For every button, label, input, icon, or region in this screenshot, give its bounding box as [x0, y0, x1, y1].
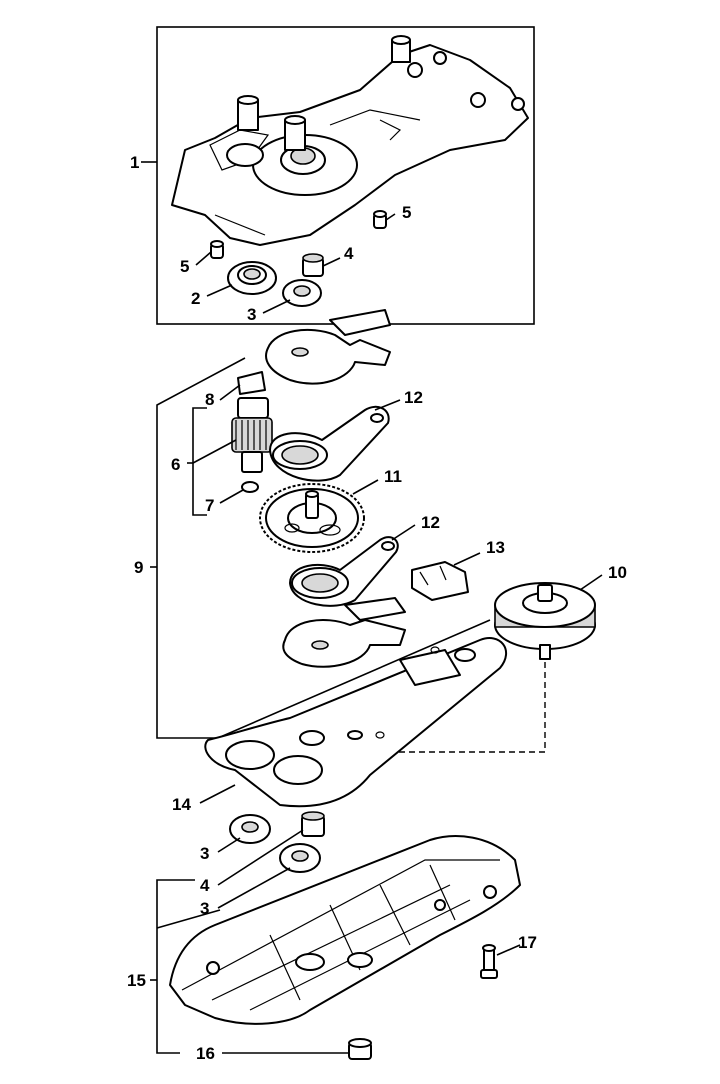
callout-10: 10	[608, 563, 627, 582]
callout-6: 6	[171, 455, 180, 474]
ball-bearing-3-middle	[229, 814, 271, 844]
ball-bearing-3-upper	[282, 279, 322, 307]
bracket-15	[156, 879, 195, 1054]
needle-cage-4-upper	[302, 253, 324, 277]
callout-13: 13	[486, 538, 505, 557]
callout-1: 1	[130, 153, 139, 172]
callout-2: 2	[191, 289, 200, 308]
bracket-15-tie	[156, 909, 221, 929]
callout-12-upper: 12	[404, 388, 423, 407]
group-bracket-9	[156, 357, 491, 739]
callout-14: 14	[172, 795, 191, 814]
callout-3-middle: 3	[200, 844, 209, 863]
sleeve-5-upper	[373, 210, 387, 229]
gear-wheel-10	[494, 582, 596, 660]
pinion-assembly	[231, 371, 273, 493]
sleeve-5-lower	[210, 240, 224, 259]
screw-17	[480, 944, 498, 979]
needle-cage-4-lower	[301, 811, 325, 837]
gasket-14	[204, 637, 507, 808]
callout-5-upper: 5	[402, 203, 411, 222]
callout-11: 11	[384, 467, 402, 486]
gear-housing	[171, 35, 529, 246]
connecting-rod-12-upper	[269, 405, 390, 482]
connecting-rod-12-lower	[289, 536, 399, 607]
callout-5-lower: 5	[180, 257, 189, 276]
gear-cover-15	[169, 835, 521, 1025]
ball-bearing-3-lower	[279, 843, 321, 873]
callout-17: 17	[518, 933, 537, 952]
callout-7: 7	[205, 496, 214, 515]
callout-3-upper: 3	[247, 305, 256, 324]
callout-4-lower: 4	[200, 876, 210, 895]
clip-13	[411, 561, 469, 601]
bracket-6	[192, 407, 207, 516]
callout-8: 8	[205, 390, 214, 409]
plug-16	[348, 1038, 372, 1060]
ball-bearing-2	[227, 261, 277, 295]
gear-wheel-11	[259, 483, 365, 553]
callout-12-lower: 12	[421, 513, 440, 532]
spacer-plate-upper	[265, 309, 391, 385]
spacer-plate-lower	[282, 597, 406, 668]
callout-4-upper: 4	[344, 244, 354, 263]
callout-3-lower: 3	[200, 899, 209, 918]
callout-9: 9	[134, 558, 143, 577]
callout-16: 16	[196, 1044, 215, 1063]
leader-lines	[141, 161, 603, 1054]
callout-15: 15	[127, 971, 146, 990]
